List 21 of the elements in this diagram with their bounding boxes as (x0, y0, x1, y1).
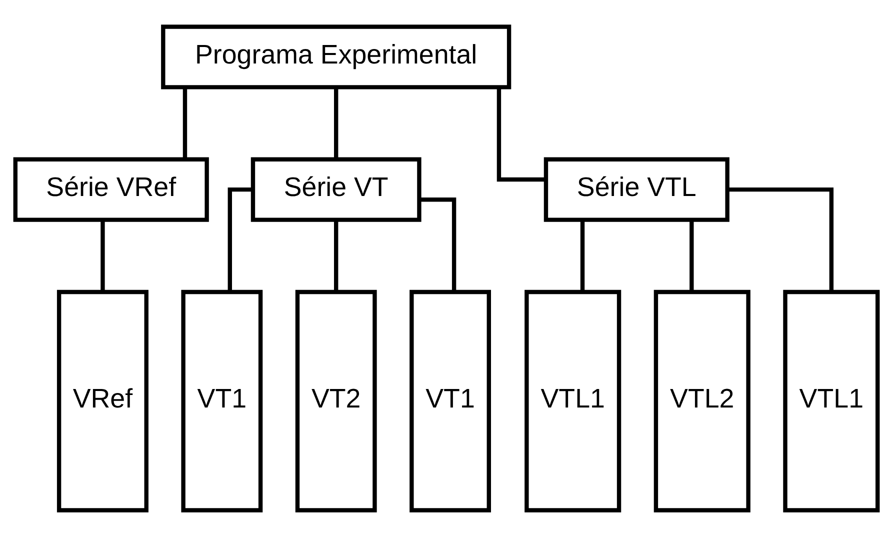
connector (334, 87, 338, 158)
connector (182, 87, 188, 158)
node-box: Série VRef (13, 156, 209, 222)
node-box: VTL1 (783, 289, 880, 512)
connector (728, 186, 834, 292)
node-box: VTL2 (654, 289, 750, 512)
connector (496, 86, 546, 182)
connector (419, 197, 456, 292)
node-box: VRef (56, 289, 148, 512)
node-box: Programa Experimental (161, 24, 512, 89)
node-box: VT1 (181, 289, 263, 512)
connector (228, 186, 253, 292)
node-box: VT2 (295, 289, 377, 512)
node-box: Série VTL (544, 156, 730, 222)
connector (334, 219, 338, 292)
node-box: Série VT (250, 156, 422, 222)
connector (100, 219, 105, 292)
connector (690, 219, 694, 292)
connector (580, 219, 585, 292)
node-box: VT1 (410, 289, 491, 512)
node-box: VTL1 (524, 289, 622, 512)
